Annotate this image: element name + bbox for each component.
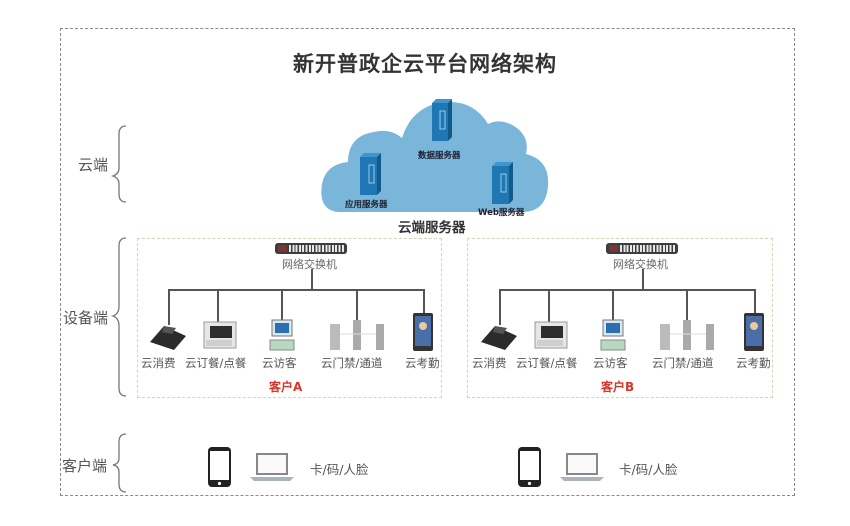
diagram-frame [60,28,795,496]
customer-group-b [467,238,773,398]
visitor-kiosk-icon [269,319,295,351]
laptop-icon [560,453,604,481]
device-label: 云订餐/点餐 [185,356,247,370]
connector-line [281,289,283,321]
turnstile-gate-icon [330,320,384,350]
client-auth-text: 卡/码/人脸 [310,462,369,477]
customer-group-a [137,238,442,398]
server-label-data: 数据服务器 [418,151,461,161]
laptop-icon [250,453,294,481]
visitor-kiosk-icon [600,319,626,351]
payment-terminal-icon [150,326,186,350]
connector-line [499,289,755,291]
device-tier-brace [110,237,127,397]
turnstile-gate-icon [660,320,714,350]
connector-line [168,289,170,325]
connector-line [612,289,614,321]
payment-terminal-icon [481,326,517,350]
connector-line [217,289,219,325]
device-label: 云访客 [262,356,297,370]
attendance-device-icon [744,313,764,351]
network-switch-icon [606,243,678,254]
network-switch-icon [275,243,347,254]
device-label: 云门禁/通道 [652,356,714,370]
client-auth-text: 卡/码/人脸 [619,462,678,477]
ordering-terminal-icon [534,321,568,349]
connector-line [499,289,501,325]
server-icon [492,162,513,204]
device-label: 云门禁/通道 [321,356,383,370]
connector-line [642,269,644,289]
device-label: 云考勤 [405,356,440,370]
customer-label-b: 客户B [601,380,635,394]
connector-line [311,269,313,289]
server-label-web: Web服务器 [478,208,525,218]
switch-label: 网络交换机 [282,258,337,271]
smartphone-icon [208,447,231,487]
attendance-device-icon [413,313,433,351]
connector-line [356,289,358,321]
connector-line [168,289,424,291]
tier-label-cloud: 云端 [78,156,109,174]
connector-line [686,289,688,321]
customer-label-a: 客户A [269,380,303,394]
server-label-app: 应用服务器 [345,200,388,210]
device-label: 云考勤 [736,356,771,370]
connector-line [754,289,756,313]
server-icon [360,153,381,195]
cloud-tier-brace [110,125,127,203]
client-tier-brace [112,433,127,493]
connector-line [548,289,550,325]
device-label: 云访客 [593,356,628,370]
diagram-title: 新开普政企云平台网络架构 [293,52,557,76]
device-label: 云订餐/点餐 [516,356,578,370]
ordering-terminal-icon [203,321,237,349]
cloud-caption: 云端服务器 [398,220,466,236]
server-icon [432,99,452,141]
device-label: 云消费 [141,356,176,370]
device-label: 云消费 [472,356,507,370]
switch-label: 网络交换机 [613,258,668,271]
smartphone-icon [518,447,541,487]
connector-line [423,289,425,313]
tier-label-device: 设备端 [63,309,109,327]
tier-label-client: 客户端 [62,457,108,475]
